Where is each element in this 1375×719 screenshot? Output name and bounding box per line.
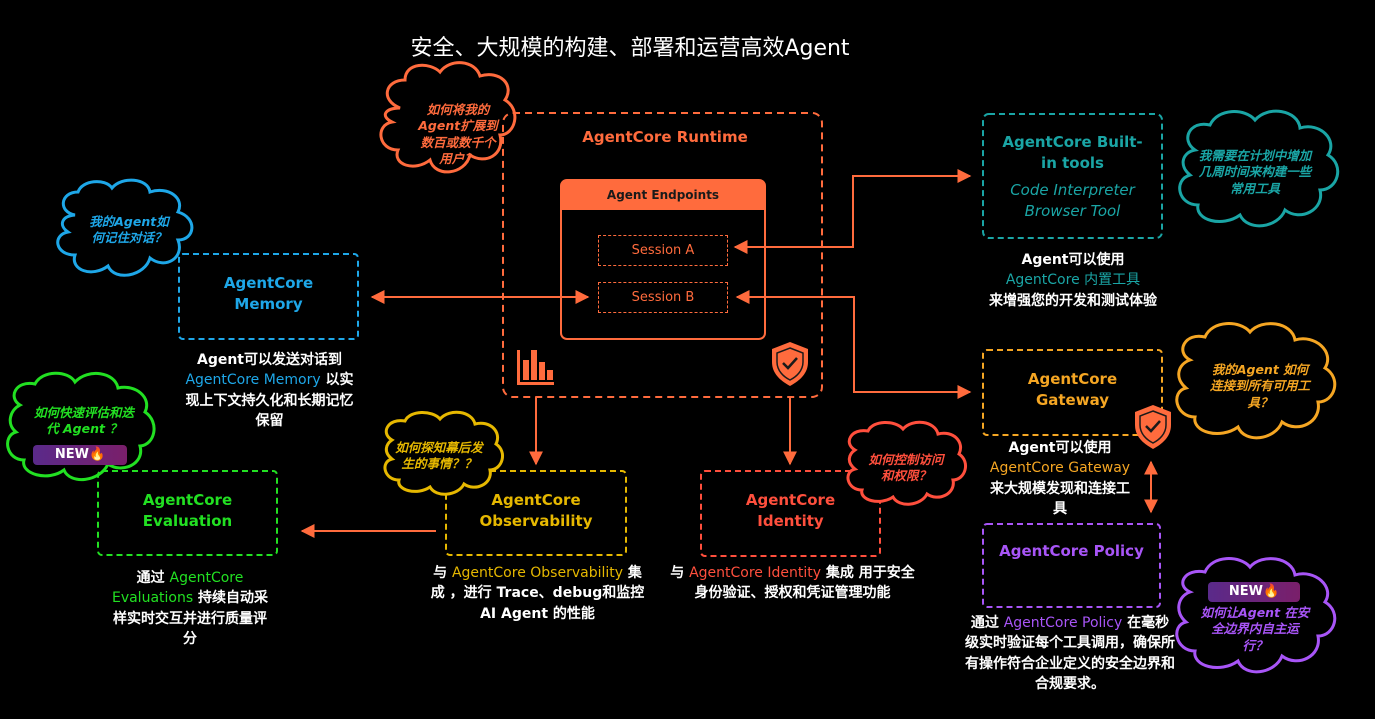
identity-cloud <box>846 420 968 506</box>
identity-desc-pre: 与 <box>670 565 690 581</box>
evaluation-box <box>97 470 278 556</box>
bar-chart-icon <box>517 350 554 385</box>
policy-cloud <box>1175 557 1337 674</box>
policy-cloud-question: 如何让Agent 在安全边界内自主运行？ <box>1200 605 1310 653</box>
agent-endpoints-header: Agent Endpoints <box>561 180 765 210</box>
gateway-title-line2: Gateway <box>1035 391 1110 409</box>
observability-cloud-question: 如何探知幕后发生的事情？？ <box>395 440 483 472</box>
memory-title-line2: Memory <box>234 295 303 313</box>
tools-title-line2: in tools <box>1041 154 1104 172</box>
evaluation-desc-pre: 通过 <box>136 570 170 586</box>
evaluation-badge-label: NEW <box>54 447 89 462</box>
tools-desc-pre: Agent可以使用 <box>1021 252 1125 268</box>
tools-code-interpreter: Code Interpreter <box>1010 181 1135 199</box>
tools-box <box>982 113 1163 239</box>
identity-desc-post: 集成 用于安全身份验证、授权和凭证管理功能 <box>694 565 915 602</box>
tools-desc-post: 来增强您的开发和测试体验 <box>989 292 1157 309</box>
evaluation-description: 通过 AgentCore Evaluations 持续自动采样实时交互并进行质量… <box>110 568 270 649</box>
gateway-cloud <box>1175 322 1337 440</box>
observability-title-line2: Observability <box>479 512 593 530</box>
identity-box <box>700 470 881 557</box>
observability-desc-pre: 与 <box>433 565 452 581</box>
gateway-description: Agent可以使用 AgentCore Gateway 来大规模发现和连接工具 <box>985 438 1135 519</box>
policy-new-badge: NEW🔥 <box>1208 582 1300 602</box>
evaluation-cloud <box>6 371 156 482</box>
shield-check-icon <box>772 342 808 386</box>
policy-box <box>982 523 1161 608</box>
memory-title: AgentCore Memory <box>179 273 358 315</box>
runtime-container <box>502 112 823 398</box>
memory-cloud-question: 我的Agent如何记住对话？ <box>89 214 169 246</box>
memory-desc-pre: Agent可以发送对话到 <box>196 352 342 368</box>
policy-title: AgentCore Policy <box>999 542 1144 560</box>
identity-title: AgentCore Identity <box>701 490 880 532</box>
tools-description: Agent可以使用 AgentCore 内置工具来增强您的开发和测试体验 <box>988 250 1158 311</box>
evaluation-cloud-question: 如何快速评估和迭代 Agent ？ <box>33 405 134 437</box>
evaluation-title-line2: Evaluation <box>142 512 233 530</box>
observability-title-line1: AgentCore <box>491 491 581 509</box>
evaluation-title: AgentCore Evaluation <box>98 490 277 532</box>
tools-desc-highlight: AgentCore 内置工具 <box>1005 272 1141 289</box>
memory-title-line1: AgentCore <box>223 274 314 292</box>
tools-arrow <box>733 169 972 254</box>
policy-desc-post: 在毫秒级实时验证每个工具调用，确保所有操作符合企业定义的安全边界和合规要求。 <box>965 615 1175 692</box>
identity-description: 与 AgentCore Identity 集成 用于安全身份验证、授权和凭证管理… <box>665 563 920 604</box>
fire-icon: 🔥 <box>1262 584 1280 599</box>
memory-box <box>178 253 359 340</box>
fire-icon: 🔥 <box>88 447 106 462</box>
identity-title-line1: AgentCore <box>745 491 836 509</box>
policy-badge-label: NEW <box>1228 584 1263 599</box>
runtime-title: AgentCore Runtime <box>582 128 748 146</box>
observability-desc-highlight: AgentCore Observability <box>451 565 624 581</box>
identity-title-line2: Identity <box>757 512 824 530</box>
observability-description: 与 AgentCore Observability 集成 ，进行 Trace、d… <box>430 563 645 624</box>
memory-description: Agent可以发送对话到 AgentCore Memory 以实现上下文持久化和… <box>182 350 357 431</box>
evaluation-desc-highlight: AgentCore Evaluations <box>111 570 244 607</box>
identity-desc-highlight: AgentCore Identity <box>689 565 822 581</box>
tools-title-line1: AgentCore Built- <box>1002 133 1143 151</box>
evaluation-title-line1: AgentCore <box>142 491 233 509</box>
evaluation-new-badge: NEW🔥 <box>33 445 127 465</box>
policy-description: 通过 AgentCore Policy 在毫秒级实时验证每个工具调用，确保所有操… <box>965 613 1175 694</box>
tools-cloud-question: 我需要在计划中增加几周时间来构建一些常用工具 <box>1198 148 1312 196</box>
observability-box <box>445 470 627 556</box>
gateway-box <box>982 349 1163 436</box>
gateway-cloud-question: 我的Agent 如何连接到所有可用工具？ <box>1210 362 1311 410</box>
tools-cloud <box>1178 109 1340 228</box>
runtime-cloud-question: 如何将我的Agent扩展到数百或数千个用户？ <box>418 102 498 166</box>
gateway-shield-icon <box>1135 405 1171 449</box>
session-a[interactable]: Session A <box>598 235 728 266</box>
evaluation-desc-post: 持续自动采样实时交互并进行质量评分 <box>113 590 269 647</box>
gateway-title: AgentCore Gateway <box>983 369 1162 411</box>
tools-browser-tool: Browser Tool <box>1024 202 1121 220</box>
observability-cloud <box>383 410 505 496</box>
gateway-arrow <box>735 290 972 399</box>
policy-desc-highlight: AgentCore Policy <box>1003 615 1123 631</box>
identity-cloud-question: 如何控制访问和权限？ <box>868 452 944 484</box>
runtime-cloud <box>379 61 517 174</box>
gateway-title-line1: AgentCore <box>1027 370 1118 388</box>
memory-desc-highlight: AgentCore Memory <box>185 372 321 389</box>
gateway-desc-pre: Agent可以使用 <box>1008 440 1112 456</box>
observability-title: AgentCore Observability <box>446 490 626 532</box>
memory-desc-post: 以实现上下文持久化和长期记忆保留 <box>185 372 354 429</box>
session-b[interactable]: Session B <box>598 282 728 313</box>
page-title: 安全、大规模的构建、部署和运营高效Agent <box>410 36 850 61</box>
tools-title: AgentCore Built- in tools Code Interpret… <box>983 132 1162 222</box>
policy-desc-pre: 通过 <box>970 615 1004 631</box>
observability-desc-post: 集成 ，进行 Trace、debug和监控 AI Agent 的性能 <box>430 565 645 622</box>
gateway-desc-highlight: AgentCore Gateway <box>989 460 1131 477</box>
gateway-desc-post: 来大规模发现和连接工具 <box>990 480 1130 517</box>
memory-cloud <box>56 178 194 277</box>
